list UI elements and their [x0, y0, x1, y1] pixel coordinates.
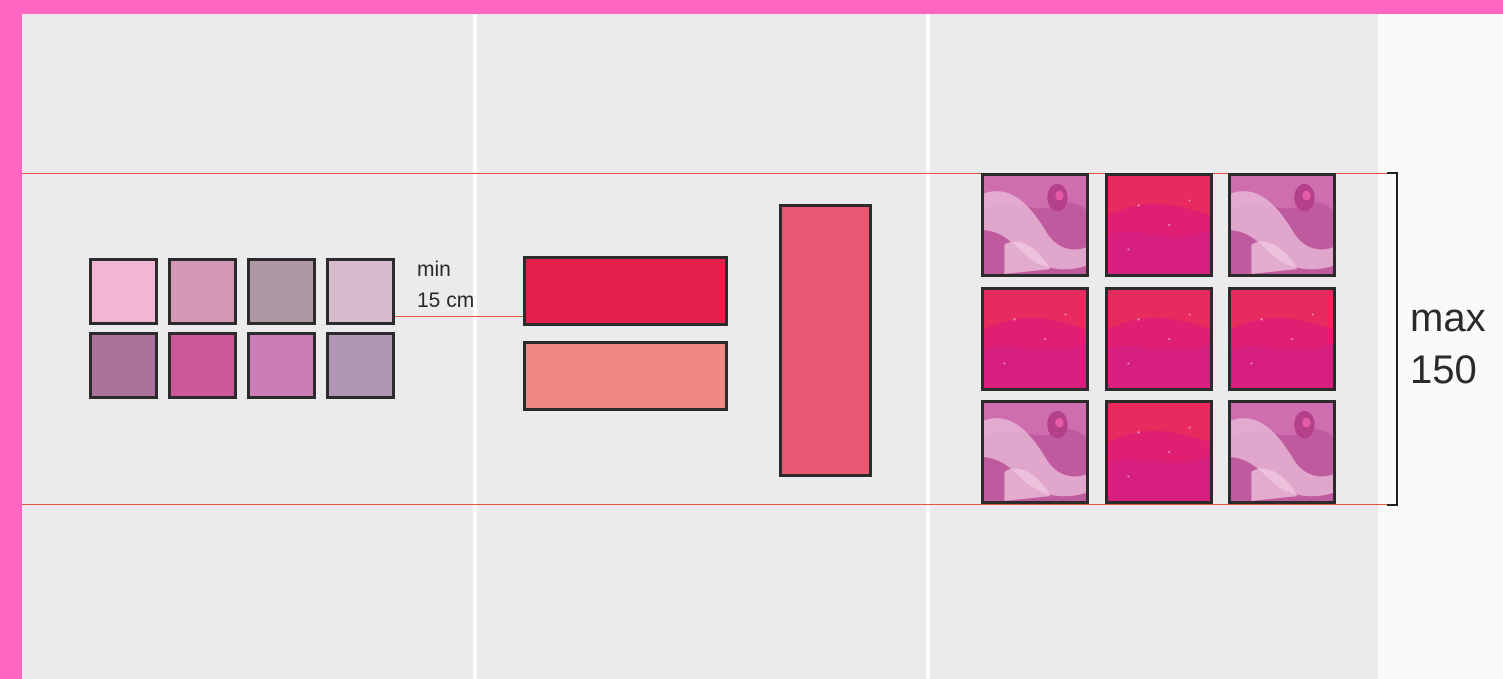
wall-seam-1 [473, 14, 477, 679]
small-tile [89, 332, 158, 399]
min-label-line1: min [417, 259, 451, 280]
photo-tile-pink [981, 287, 1089, 391]
photo-tile-petal [981, 400, 1089, 504]
photo-tile-pink [1105, 173, 1213, 277]
min-distance-guide [394, 316, 526, 317]
horizontal-panel-bottom [523, 341, 728, 411]
photo-tile-petal [981, 173, 1089, 277]
max-label-line2: 150 [1410, 350, 1477, 390]
small-tile [326, 258, 395, 325]
photo-tile-pink [1105, 287, 1213, 391]
horizontal-panel-top [523, 256, 728, 326]
small-tile [89, 258, 158, 325]
photo-tile-pink [1105, 400, 1213, 504]
wall-seam-2 [926, 14, 930, 679]
max-label-line1: max [1410, 298, 1486, 338]
small-tile [326, 332, 395, 399]
height-bracket [1387, 172, 1398, 506]
small-tile [168, 332, 237, 399]
photo-tile-pink [1228, 287, 1336, 391]
photo-tile-petal [1228, 173, 1336, 277]
min-label-line2: 15 cm [417, 290, 474, 311]
max-height-bottom-guide [22, 504, 1398, 505]
small-tile [247, 332, 316, 399]
photo-tile-petal [1228, 400, 1336, 504]
small-tile [247, 258, 316, 325]
vertical-panel [779, 204, 872, 477]
small-tile [168, 258, 237, 325]
